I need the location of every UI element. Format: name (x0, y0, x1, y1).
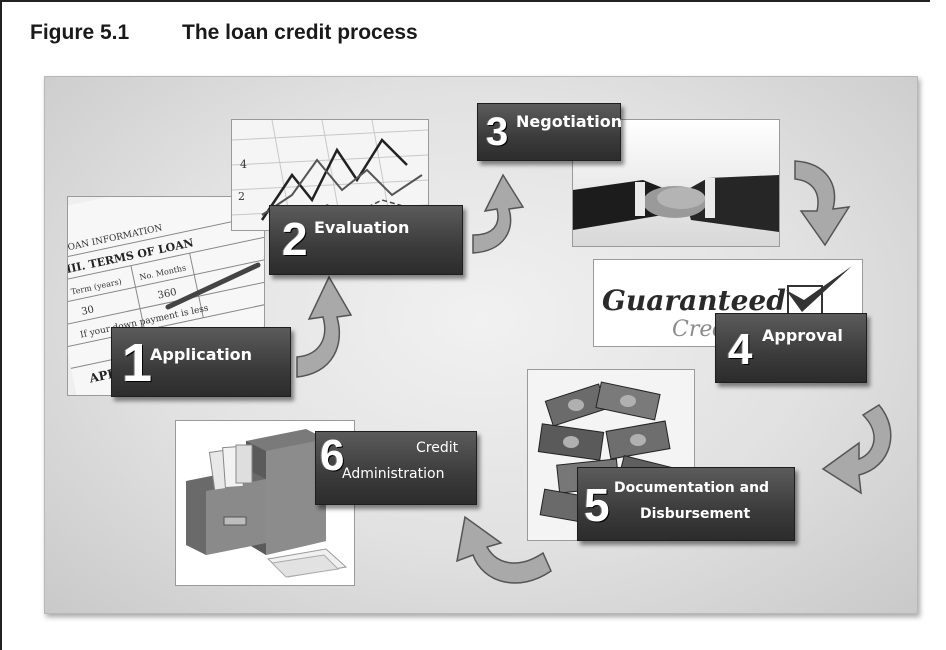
form-text-30: 30 (80, 304, 95, 317)
step-3-negotiation: 3 Negotiation (477, 103, 623, 161)
frame-left-rule (0, 0, 2, 650)
step-4-approval: 4 Approval (715, 313, 867, 383)
arrow-2-to-3-icon (472, 173, 525, 254)
step-3-label: Negotiation (516, 112, 623, 131)
arrow-4-to-5-icon (821, 404, 892, 495)
arrow-3-to-4-icon (794, 160, 851, 247)
step-5-documentation-and-disbursement: 5 Documentation and Disbursement (577, 467, 795, 541)
file-cabinet-image (175, 420, 355, 586)
evaluation-chart-image: 4 2 (231, 119, 429, 231)
step-4-number: 4 (728, 325, 753, 374)
step-2-label: Evaluation (314, 218, 410, 237)
process-diagram-panel: LOAN INFORMATION III. TERMS OF LOAN Term… (44, 76, 918, 614)
step-5-number: 5 (584, 479, 610, 531)
arrow-5-to-6-icon (456, 515, 552, 584)
figure-number: Figure 5.1 (30, 21, 130, 44)
step-5-label-line-2: Disbursement (640, 506, 751, 522)
step-2-number: 2 (282, 213, 308, 265)
form-text-360: 360 (157, 287, 178, 302)
svg-text:2: 2 (238, 190, 245, 203)
frame-top-rule (0, 0, 930, 2)
guaranteed-word: Guaranteed (602, 284, 786, 317)
step-1-label: Application (150, 345, 253, 364)
figure-caption: The loan credit process (182, 21, 418, 44)
step-6-label-line-2: Administration (342, 466, 445, 482)
step-4-label: Approval (762, 326, 843, 345)
svg-text:4: 4 (240, 158, 247, 171)
pen-icon (165, 262, 261, 310)
step-5-label-line-1: Documentation and (614, 480, 770, 496)
step-1-number: 1 (122, 333, 153, 393)
step-6-number: 6 (320, 431, 345, 480)
checkmark-icon (786, 266, 852, 312)
step-6-credit-administration: 6 Credit Administration (315, 431, 477, 505)
step-2-evaluation: 2 Evaluation (269, 205, 463, 275)
step-3-number: 3 (486, 110, 509, 154)
step-6-label-line-1: Credit (416, 440, 459, 456)
step-1-application: 1 Application (111, 327, 291, 397)
arrow-1-to-2-icon (296, 275, 353, 378)
